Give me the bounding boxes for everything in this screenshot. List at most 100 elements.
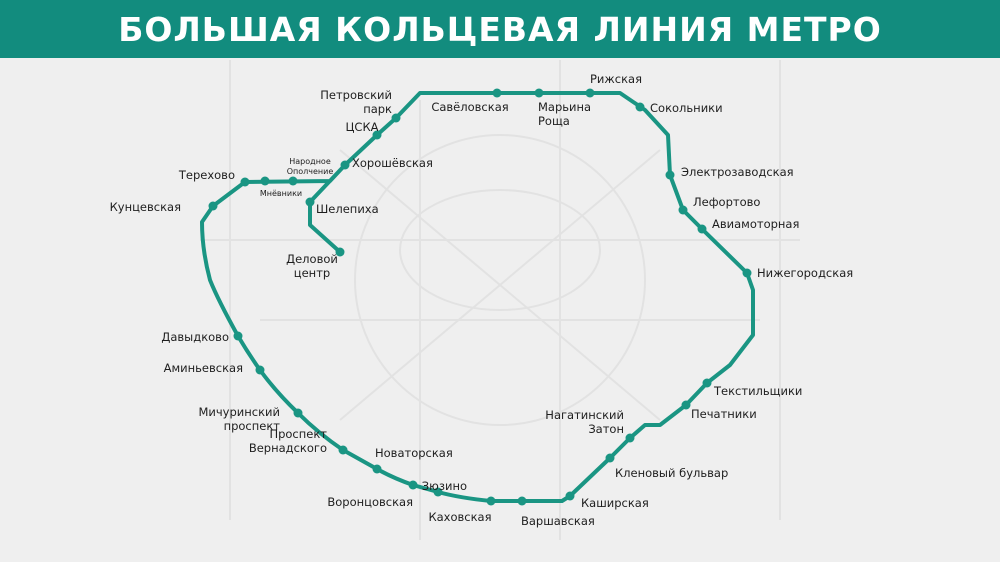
station[interactable]: Зюзино bbox=[422, 479, 467, 497]
station-label: Терехово bbox=[178, 168, 235, 182]
station[interactable]: ЦСКА bbox=[346, 120, 382, 140]
station-label: Сокольники bbox=[650, 101, 723, 115]
station-dot bbox=[372, 464, 382, 474]
station-dot bbox=[665, 170, 675, 180]
station-dot bbox=[702, 378, 712, 388]
station-label: парк bbox=[363, 102, 392, 116]
station[interactable]: Печатники bbox=[681, 400, 757, 422]
station[interactable]: Варшавская bbox=[517, 496, 595, 529]
station-label: Мнёвники bbox=[260, 189, 302, 198]
station[interactable]: Рижская bbox=[585, 72, 643, 98]
station-dot bbox=[293, 408, 303, 418]
station-label: Савёловская bbox=[431, 100, 508, 114]
station-dot bbox=[260, 176, 270, 186]
station-label: Каховская bbox=[428, 510, 491, 524]
station-dot bbox=[585, 88, 595, 98]
station-label: Воронцовская bbox=[327, 495, 413, 509]
station[interactable]: Савёловская bbox=[431, 88, 509, 115]
station-label: Хорошёвская bbox=[352, 156, 433, 170]
station-dot bbox=[408, 480, 418, 490]
station-dot bbox=[517, 496, 527, 506]
station-dot bbox=[288, 176, 298, 186]
background-metro-map bbox=[200, 60, 800, 540]
station-dot bbox=[625, 433, 635, 443]
station-dot bbox=[335, 247, 345, 257]
station[interactable]: Хорошёвская bbox=[340, 156, 433, 170]
station-label: Деловой bbox=[286, 252, 338, 266]
station-dot bbox=[305, 197, 315, 207]
station-dot bbox=[605, 453, 615, 463]
station-label: проспект bbox=[224, 419, 281, 433]
station[interactable]: Давыдково bbox=[161, 330, 243, 344]
station-label: Каширская bbox=[581, 496, 649, 510]
station-label: Текстильщики bbox=[713, 384, 802, 398]
station-dot bbox=[338, 445, 348, 455]
page-title: БОЛЬШАЯ КОЛЬЦЕВАЯ ЛИНИЯ МЕТРО bbox=[118, 9, 882, 49]
station-label: Кунцевская bbox=[110, 200, 181, 214]
station[interactable]: Воронцовская bbox=[327, 480, 418, 510]
station-dot bbox=[635, 102, 645, 112]
station-dot bbox=[233, 331, 243, 341]
station-dot bbox=[697, 224, 707, 234]
station[interactable]: Авиамоторная bbox=[697, 217, 800, 234]
station[interactable]: Каширская bbox=[565, 491, 649, 511]
station-label: Авиамоторная bbox=[712, 217, 799, 231]
station-label: Печатники bbox=[691, 407, 757, 421]
station-label: Ополчение bbox=[287, 167, 334, 176]
station-dot bbox=[492, 88, 502, 98]
station-label: Зюзино bbox=[422, 479, 467, 493]
station-label: ЦСКА bbox=[346, 120, 379, 134]
station[interactable]: Нижегородская bbox=[742, 266, 854, 280]
station-label: Роща bbox=[538, 114, 570, 128]
station-label: Аминьевская bbox=[164, 361, 243, 375]
station-dot bbox=[433, 487, 443, 497]
station-dot bbox=[534, 88, 544, 98]
station-label: Марьина bbox=[538, 100, 591, 114]
station-label: Нагатинский bbox=[545, 408, 624, 422]
station-label: Затон bbox=[588, 422, 624, 436]
station[interactable]: Кунцевская bbox=[110, 200, 218, 214]
station-label: Кленовый бульвар bbox=[615, 466, 728, 480]
station-label: Мичуринский bbox=[198, 405, 280, 419]
station-dot bbox=[678, 205, 688, 215]
station-label: Проспект bbox=[269, 427, 327, 441]
station-dot bbox=[255, 365, 265, 375]
station-dot bbox=[742, 268, 752, 278]
station-dot bbox=[240, 177, 250, 187]
station[interactable]: Каховская bbox=[428, 496, 496, 525]
station[interactable]: Шелепиха bbox=[305, 197, 379, 217]
station-label: Новаторская bbox=[375, 446, 453, 460]
station-label: Давыдково bbox=[161, 330, 229, 344]
station[interactable]: Сокольники bbox=[635, 101, 723, 115]
station[interactable]: Текстильщики bbox=[702, 378, 803, 399]
station-dot bbox=[208, 201, 218, 211]
station-label: Варшавская bbox=[521, 514, 595, 528]
station[interactable]: Мнёвники bbox=[260, 176, 302, 199]
station-label: центр bbox=[294, 266, 330, 280]
station-label: Шелепиха bbox=[316, 202, 379, 216]
station[interactable]: Аминьевская bbox=[164, 361, 265, 375]
station[interactable]: Лефортово bbox=[678, 195, 761, 215]
station[interactable]: Электрозаводская bbox=[665, 165, 794, 180]
station-label: Нижегородская bbox=[757, 266, 853, 280]
station-dot bbox=[565, 491, 575, 501]
station-label: Лефортово bbox=[693, 195, 760, 209]
station-label: Народное bbox=[289, 157, 331, 166]
station[interactable]: Новаторская bbox=[372, 446, 453, 474]
station-label: Рижская bbox=[590, 72, 642, 86]
station-label: Вернадского bbox=[249, 441, 327, 455]
station-dot bbox=[391, 113, 401, 123]
station[interactable]: Терехово bbox=[178, 168, 250, 187]
station-dot bbox=[486, 496, 496, 506]
station-dot bbox=[372, 130, 382, 140]
station[interactable]: Кленовый бульвар bbox=[605, 453, 729, 481]
station-dot bbox=[340, 160, 350, 170]
